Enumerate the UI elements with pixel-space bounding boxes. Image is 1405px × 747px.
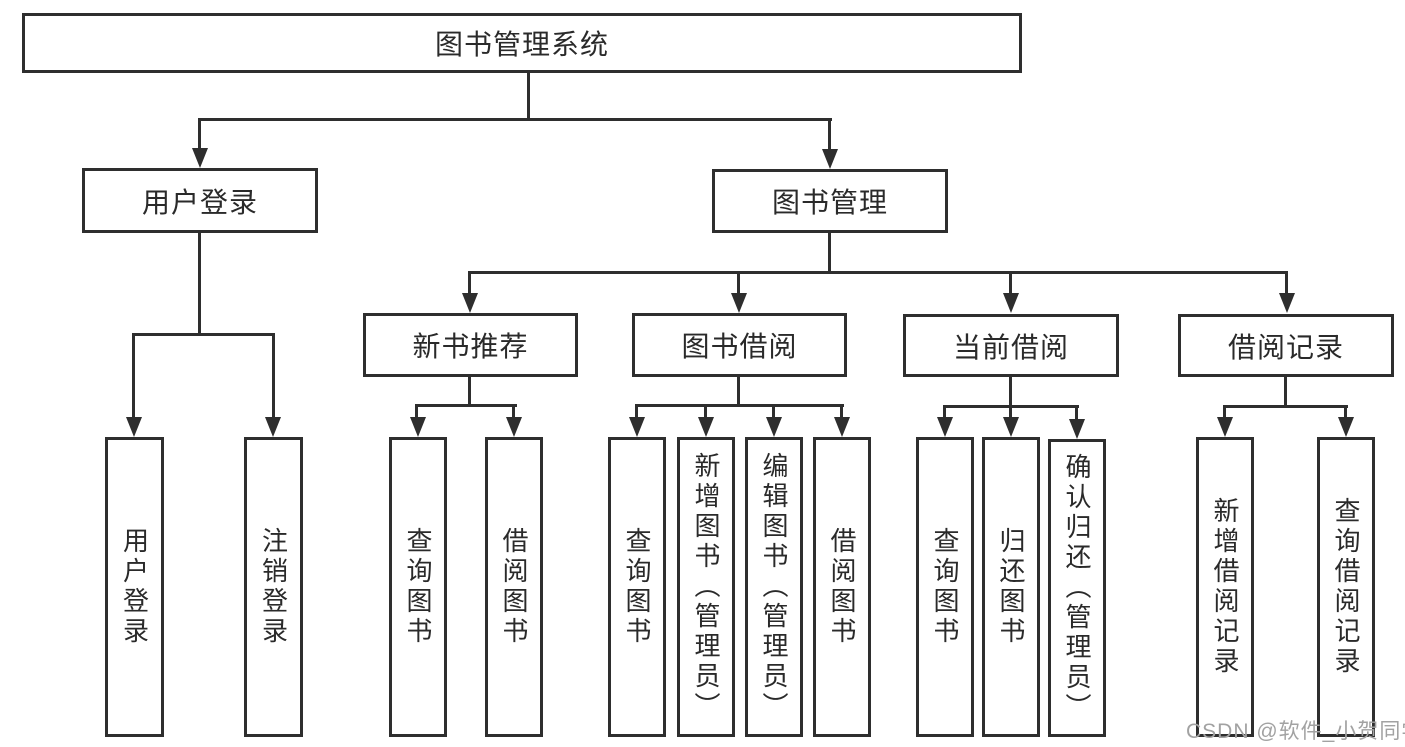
- connector-line: [198, 118, 832, 121]
- leaf-label: 用户登录: [119, 527, 150, 647]
- node-current-borrow: 当前借阅: [903, 314, 1119, 377]
- arrow-down-icon: [698, 417, 714, 437]
- connector-line: [198, 118, 201, 150]
- connector-line: [1284, 377, 1287, 407]
- leaf-label: 借阅图书: [499, 527, 529, 647]
- connector-line: [704, 404, 707, 419]
- connector-line: [772, 404, 775, 419]
- arrow-down-icon: [834, 417, 850, 437]
- node-root: 图书管理系统: [22, 13, 1022, 73]
- leaf-new-books-query: 查询图书: [389, 437, 447, 737]
- connector-line: [198, 233, 201, 335]
- leaf-label: 新增图书（管理员）: [691, 452, 721, 722]
- arrow-down-icon: [506, 417, 522, 437]
- leaf-new-books-borrow: 借阅图书: [485, 437, 543, 737]
- watermark: CSDN @软件_小贺同学: [1186, 720, 1405, 743]
- leaf-records-query: 查询借阅记录: [1317, 437, 1375, 737]
- connector-line: [737, 377, 740, 406]
- node-book-mgmt: 图书管理: [712, 169, 948, 233]
- leaf-label: 查询图书: [930, 527, 960, 647]
- leaf-label: 查询图书: [403, 527, 433, 647]
- connector-line: [737, 271, 740, 295]
- connector-line: [272, 333, 275, 418]
- arrow-down-icon: [265, 417, 281, 437]
- arrow-down-icon: [126, 417, 142, 437]
- connector-line: [1285, 271, 1288, 295]
- leaf-current-confirm-return: 确认归还（管理员）: [1048, 439, 1106, 737]
- arrow-down-icon: [1003, 293, 1019, 313]
- connector-line: [1223, 405, 1226, 419]
- arrow-down-icon: [1279, 293, 1295, 313]
- leaf-book-borrow-query: 查询图书: [608, 437, 666, 737]
- connector-line: [415, 404, 418, 419]
- leaf-label: 注销登录: [258, 527, 289, 647]
- connector-line: [828, 233, 831, 273]
- connector-line: [468, 271, 1288, 274]
- leaf-label: 编辑图书（管理员）: [759, 452, 789, 722]
- leaf-current-return: 归还图书: [982, 437, 1040, 737]
- node-user-login: 用户登录: [82, 168, 318, 233]
- connector-line: [1344, 405, 1347, 419]
- connector-line: [468, 271, 471, 295]
- arrow-down-icon: [192, 148, 208, 168]
- node-book-borrow: 图书借阅: [632, 313, 847, 377]
- leaf-label: 确认归还（管理员）: [1062, 453, 1092, 723]
- leaf-label: 借阅图书: [827, 527, 857, 647]
- connector-line: [1075, 405, 1078, 419]
- arrow-down-icon: [462, 293, 478, 313]
- connector-line: [132, 333, 135, 418]
- connector-line: [132, 333, 275, 336]
- connector-line: [1223, 405, 1348, 408]
- connector-line: [415, 404, 517, 407]
- leaf-book-borrow-borrow: 借阅图书: [813, 437, 871, 737]
- arrow-down-icon: [822, 149, 838, 169]
- arrow-down-icon: [1003, 417, 1019, 437]
- arrow-down-icon: [1217, 417, 1233, 437]
- arrow-down-icon: [731, 293, 747, 313]
- connector-line: [828, 118, 831, 150]
- leaf-records-add: 新增借阅记录: [1196, 437, 1254, 737]
- connector-line: [527, 73, 530, 120]
- leaf-label: 归还图书: [996, 527, 1026, 647]
- connector-line: [840, 404, 843, 419]
- leaf-logout: 注销登录: [244, 437, 303, 737]
- leaf-user-login: 用户登录: [105, 437, 164, 737]
- connector-line: [512, 404, 515, 419]
- connector-line: [1009, 377, 1012, 407]
- leaf-current-query: 查询图书: [916, 437, 974, 737]
- connector-line: [943, 405, 946, 419]
- connector-line: [1009, 405, 1012, 419]
- leaf-label: 新增借阅记录: [1210, 497, 1240, 677]
- arrow-down-icon: [1069, 419, 1085, 439]
- arrow-down-icon: [766, 417, 782, 437]
- leaf-label: 查询借阅记录: [1331, 497, 1361, 677]
- node-borrow-records: 借阅记录: [1178, 314, 1394, 377]
- connector-line: [468, 377, 471, 406]
- connector-line: [1009, 271, 1012, 295]
- leaf-label: 查询图书: [622, 527, 652, 647]
- leaf-book-borrow-add: 新增图书（管理员）: [677, 437, 735, 737]
- arrow-down-icon: [410, 417, 426, 437]
- leaf-book-borrow-edit: 编辑图书（管理员）: [745, 437, 803, 737]
- arrow-down-icon: [629, 417, 645, 437]
- arrow-down-icon: [1338, 417, 1354, 437]
- arrow-down-icon: [937, 417, 953, 437]
- connector-line: [635, 404, 638, 419]
- connector-line: [635, 404, 844, 407]
- node-new-books: 新书推荐: [363, 313, 578, 377]
